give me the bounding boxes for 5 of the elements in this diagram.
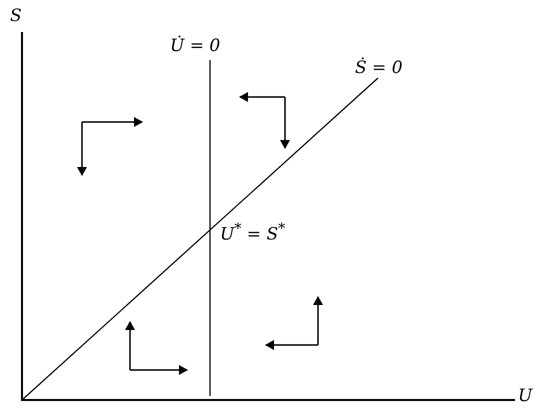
axis-label: U xyxy=(518,388,532,405)
curve-label: U̇ = 0 xyxy=(170,38,220,55)
axis-label: S xyxy=(10,8,22,25)
curve-label: Ṡ = 0 xyxy=(355,60,403,77)
equilibrium-label: U$^{*}$ = S$^{*}$ xyxy=(220,222,286,244)
